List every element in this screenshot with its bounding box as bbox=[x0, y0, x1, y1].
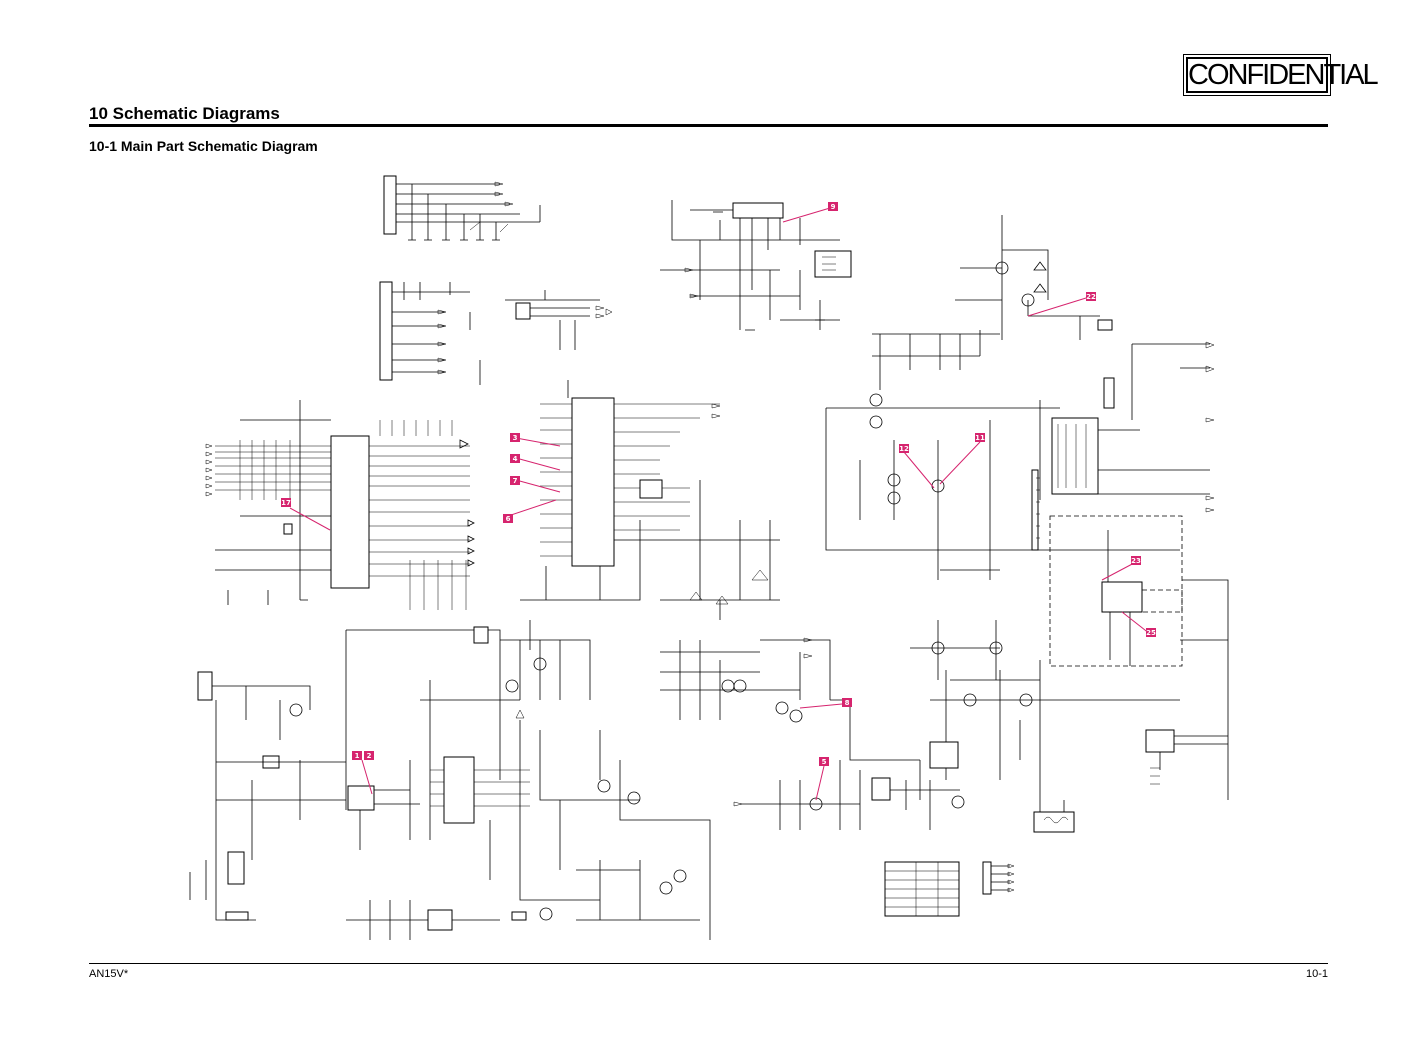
section-title: 10 Schematic Diagrams bbox=[89, 104, 280, 123]
footer-page-number: 10-1 bbox=[1305, 968, 1328, 980]
marker-label: 23 bbox=[1131, 557, 1141, 565]
block-power-regulator bbox=[660, 200, 852, 331]
marker-label: 25 bbox=[1146, 629, 1156, 637]
marker-label: 1 bbox=[355, 752, 360, 760]
block-left-connector bbox=[379, 281, 613, 385]
marker-label: 5 bbox=[822, 758, 827, 766]
marker-label: 2 bbox=[367, 752, 372, 760]
block-top-left-connector bbox=[383, 175, 541, 241]
marker-label: 3 bbox=[513, 434, 518, 442]
marker-label: 6 bbox=[506, 515, 511, 523]
marker-label: 17 bbox=[281, 499, 291, 507]
block-eeprom bbox=[1145, 729, 1228, 785]
block-bottom-table bbox=[884, 861, 1015, 917]
block-main-mcu bbox=[205, 400, 475, 610]
marker-label: 4 bbox=[513, 455, 518, 463]
block-dashed-enclosure bbox=[1049, 515, 1229, 800]
marker-group: 9 22 3 4 7 6 17 12 11 23 25 8 bbox=[281, 202, 1156, 801]
marker-label: 22 bbox=[1086, 293, 1096, 301]
block-sound-amplifier bbox=[345, 626, 600, 901]
sub-title: 10-1 Main Part Schematic Diagram bbox=[89, 138, 318, 154]
block-horizontal-drive bbox=[660, 637, 921, 800]
block-vertical-output bbox=[733, 760, 965, 830]
marker-label: 8 bbox=[845, 699, 850, 707]
marker-label: 7 bbox=[513, 477, 518, 485]
marker-label: 9 bbox=[831, 203, 836, 211]
marker-label: 12 bbox=[899, 445, 909, 453]
footer-model: AN15V* bbox=[89, 968, 129, 980]
marker-label: 11 bbox=[975, 434, 985, 442]
block-video-processor bbox=[520, 380, 780, 650]
block-deflection bbox=[825, 330, 1215, 580]
block-tuner-input bbox=[189, 671, 420, 921]
footer-rule bbox=[89, 963, 1328, 964]
title-rule bbox=[89, 124, 1328, 127]
block-video-output bbox=[910, 620, 1180, 833]
block-top-right-transistors bbox=[955, 215, 1113, 340]
block-power-supply bbox=[346, 730, 711, 940]
